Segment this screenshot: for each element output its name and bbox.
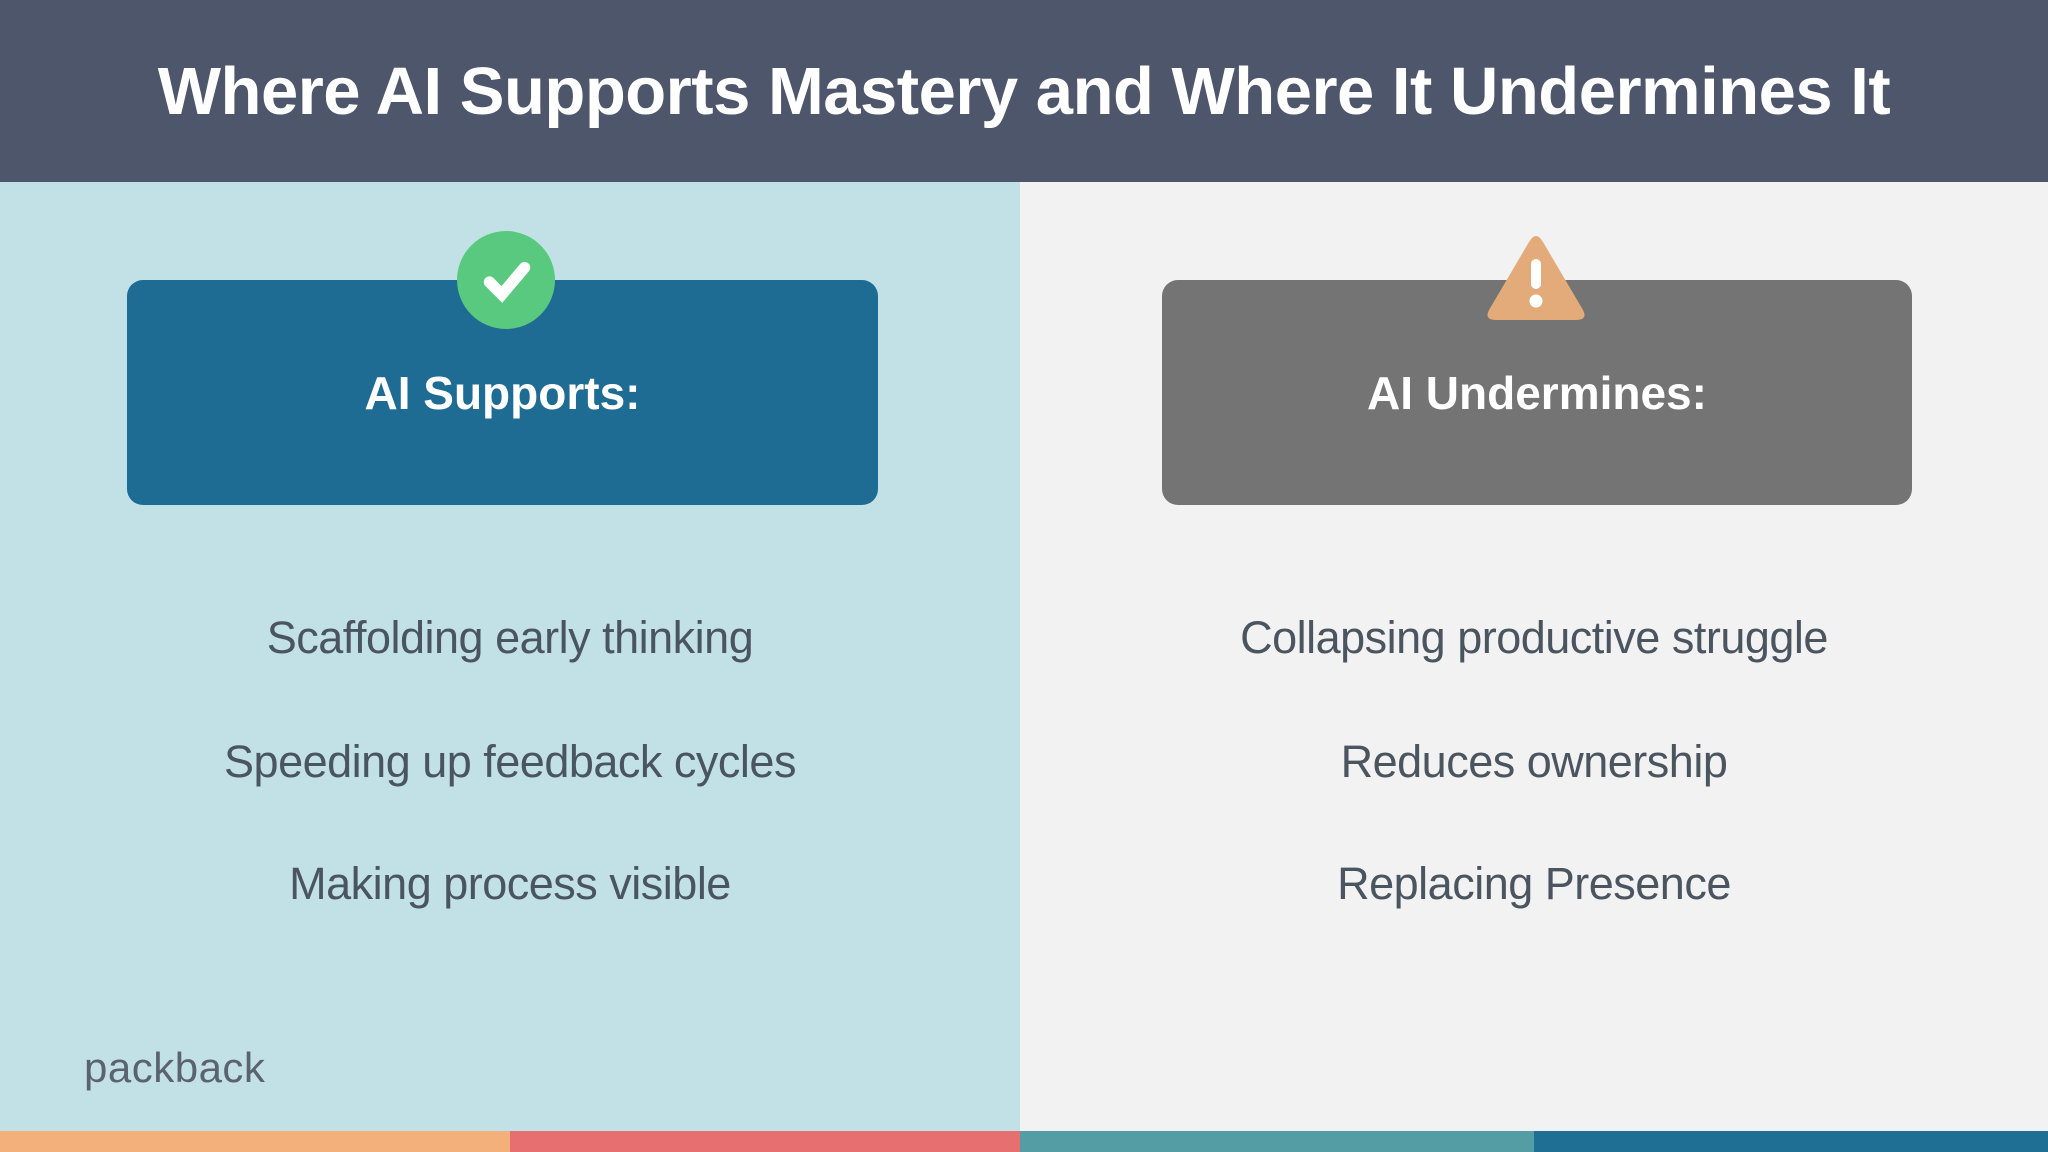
check-circle-icon (457, 231, 555, 329)
list-item: Scaffolding early thinking (266, 612, 754, 663)
list-item: Making process visible (289, 858, 731, 909)
stripe-orange (0, 1131, 510, 1152)
ai-supports-card: AI Supports: (127, 280, 878, 505)
left-list: Scaffolding early thinking Speeding up f… (0, 182, 1020, 1131)
stripe-coral (510, 1131, 1020, 1152)
list-item: Collapsing productive struggle (1240, 612, 1828, 663)
header-bar: Where AI Supports Mastery and Where It U… (0, 0, 2048, 182)
checkmark-glyph (483, 261, 531, 303)
warning-triangle-icon (1487, 236, 1585, 320)
packback-logo: packback (84, 1044, 266, 1091)
stripe-blue (1534, 1131, 2048, 1152)
ai-undermines-card-label: AI Undermines: (1367, 366, 1707, 419)
list-item: Reduces ownership (1340, 736, 1728, 787)
list-item: Speeding up feedback cycles (224, 736, 796, 787)
right-list: Collapsing productive struggle Reduces o… (1020, 182, 2048, 1131)
ai-supports-card-label: AI Supports: (364, 366, 641, 419)
page-title: Where AI Supports Mastery and Where It U… (157, 53, 1891, 129)
stripe-teal (1020, 1131, 1534, 1152)
list-item: Replacing Presence (1337, 858, 1731, 909)
footer-stripe-bar (0, 1131, 2048, 1152)
